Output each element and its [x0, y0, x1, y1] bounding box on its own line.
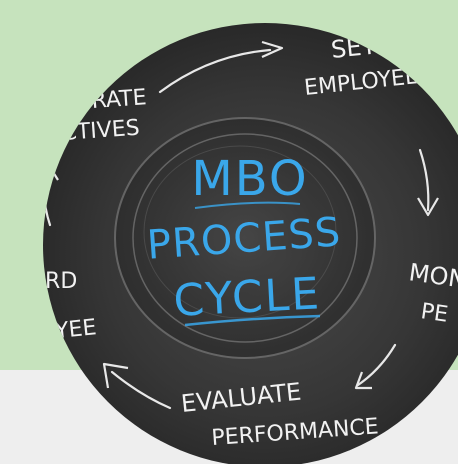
arrow-bottom-right	[356, 343, 397, 387]
arrow-top	[158, 48, 272, 94]
title-line-1: MBO	[191, 151, 308, 207]
inner-ring-outer	[114, 117, 376, 359]
label-top-left-1: RATE	[91, 85, 148, 114]
inner-ring-faint	[143, 145, 337, 319]
title-underline-3	[184, 314, 321, 327]
inner-ring-middle	[132, 133, 358, 343]
title-line-3: CYCLE	[172, 268, 322, 327]
arrow-bottom-left	[110, 370, 172, 410]
label-top-right-1: SET &	[330, 29, 404, 64]
title-underline-1	[194, 201, 301, 209]
label-left-1: ARD	[30, 269, 77, 294]
label-right-2: PE	[419, 299, 449, 328]
arrow-right	[418, 148, 430, 212]
